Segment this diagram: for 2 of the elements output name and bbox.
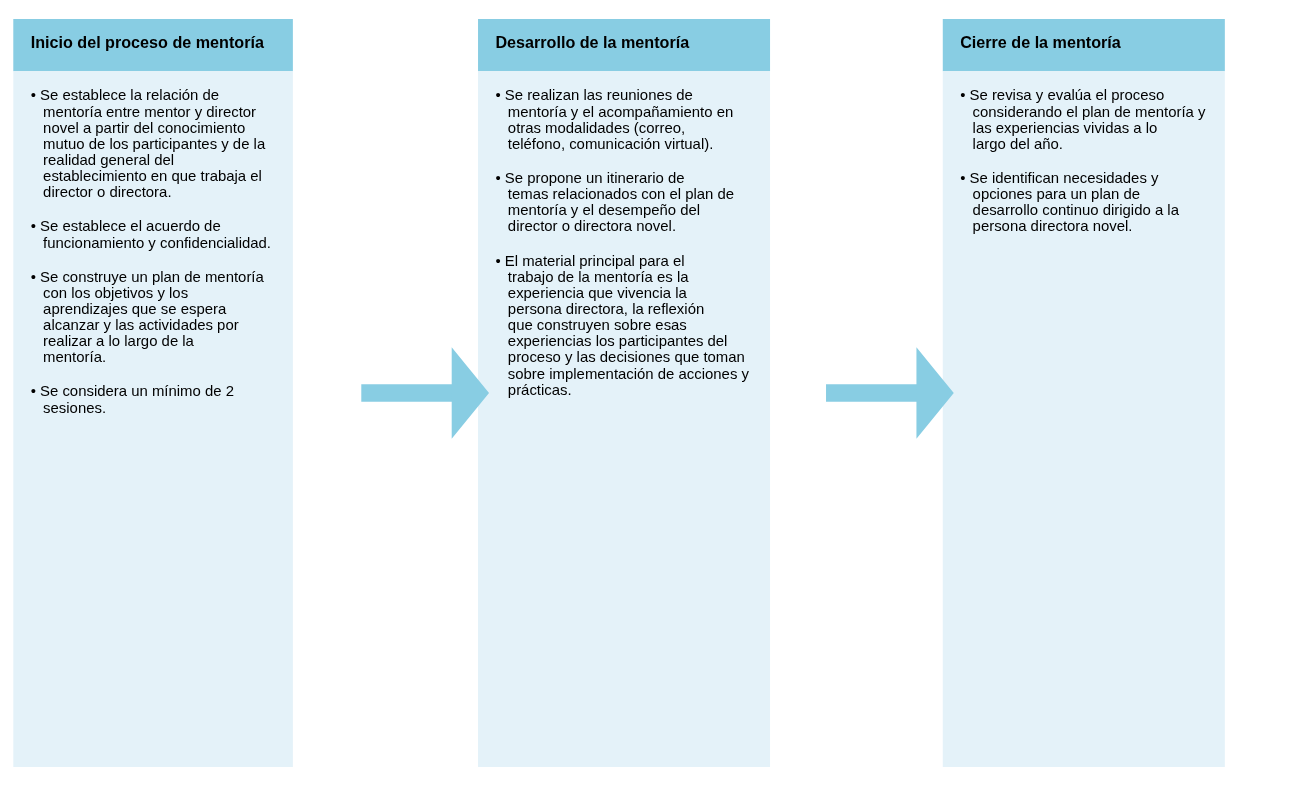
arrow bbox=[361, 347, 490, 439]
arrow bbox=[826, 347, 954, 439]
